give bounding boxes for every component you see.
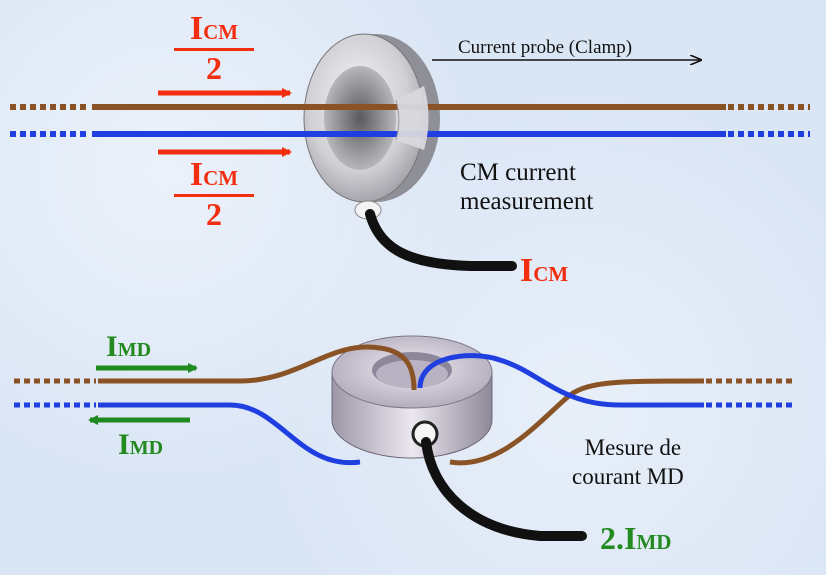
imd-label-in: IMD	[106, 330, 152, 363]
icm-half-label-upper: ICM 2	[174, 12, 254, 85]
icm-half-label-lower: ICM 2	[174, 158, 254, 231]
md-measurement-label: Mesure de courant MD	[572, 435, 684, 489]
probe-cable-top	[365, 209, 517, 271]
blue-wire-bottom-loop	[417, 353, 704, 408]
icm-output-label: ICM	[520, 252, 569, 289]
clamp-probe-top	[303, 33, 440, 203]
imd-output-label: 2.IMD	[600, 520, 672, 556]
brown-wire-bottom	[98, 344, 417, 391]
probe-label: Current probe (Clamp)	[458, 37, 633, 58]
blue-wire-bottom	[98, 402, 361, 466]
cm-measurement-label: CM current measurement	[460, 159, 594, 215]
probe-cable-bottom	[421, 437, 587, 541]
clamp-probe-front-rim	[396, 86, 429, 150]
imd-label-out: IMD	[118, 428, 164, 461]
